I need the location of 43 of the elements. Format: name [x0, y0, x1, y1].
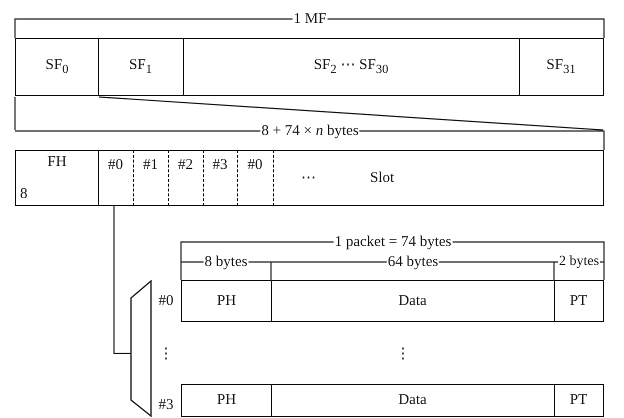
field-cell	[98, 38, 184, 96]
slot-cell	[133, 150, 169, 206]
field-cell	[519, 38, 604, 96]
field-label: PT	[570, 292, 588, 310]
field-label: PT	[570, 392, 588, 409]
field-label: SF$_{1}$	[129, 56, 152, 78]
field-label: Data	[398, 292, 427, 310]
field-cell	[271, 384, 555, 417]
field-label: 8	[20, 186, 28, 203]
field-cell	[554, 280, 604, 322]
field-cell	[15, 150, 99, 206]
dimension-label: 64 bytes	[386, 254, 440, 270]
slot-cell	[203, 150, 238, 206]
field-cell	[181, 384, 272, 417]
field-cell	[15, 38, 99, 96]
field-cell	[554, 384, 604, 417]
field-label: Slot	[370, 170, 394, 186]
field-label: #2	[178, 157, 193, 174]
field-label: PH	[216, 292, 236, 310]
dimension-label: 8 bytes	[204, 254, 248, 270]
dimension-label: 1 packet = 74 bytes	[334, 234, 452, 250]
field-label: #0	[108, 157, 123, 174]
field-cell	[271, 280, 555, 322]
field-label: SF$_{31}$	[546, 56, 576, 78]
field-cell	[183, 38, 520, 96]
field-label: PH	[216, 392, 236, 409]
field-label: SF$_{2}$ ⋯ SF$_{30}$	[314, 56, 388, 78]
field-label: SF$_{0}$	[46, 56, 68, 78]
slot-field	[273, 150, 604, 206]
field-label: #3	[212, 157, 228, 174]
field-label: #0	[248, 157, 262, 174]
connector-line	[113, 206, 131, 354]
multiplexer-symbol	[130, 280, 152, 416]
dimension-label: 2 bytes	[558, 254, 600, 270]
field-cell	[181, 280, 272, 322]
slot-cell	[237, 150, 274, 206]
field-label: ⋯	[301, 170, 316, 186]
field-label: FH	[46, 154, 68, 171]
slot-cell	[98, 150, 134, 206]
field-label: Data	[398, 392, 427, 409]
dimension-label: 8 + 74 × n bytes	[260, 123, 360, 139]
slot-cell	[168, 150, 204, 206]
field-label: #1	[143, 157, 158, 174]
